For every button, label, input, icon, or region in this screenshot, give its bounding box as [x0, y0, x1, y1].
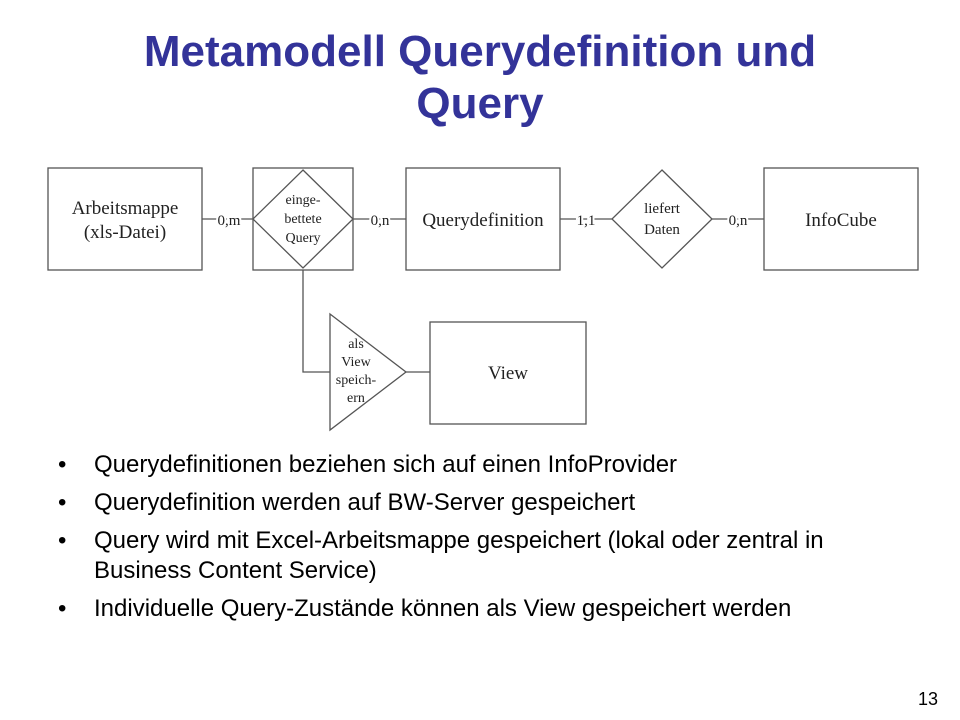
label-querydefinition: Querydefinition — [422, 210, 544, 231]
bullet-list: • Querydefinitionen beziehen sich auf ein… — [58, 450, 898, 632]
title-line-2: Query — [416, 79, 544, 128]
bullet-text: Individuelle Query-Zustände können als V… — [94, 595, 792, 622]
entity-arbeitsmappe-box — [47, 167, 203, 271]
title-line-1: Metamodell Querydefinition und — [143, 27, 817, 76]
cardinality-liefert-infocube: 0,n — [729, 213, 748, 229]
bullet-dot: • — [58, 595, 67, 622]
bullet-text: Query wird mit Excel-Arbeitsmappe gespei… — [94, 527, 824, 584]
entity-querydefinition-box — [405, 167, 561, 271]
label-spec-line3: speich- — [336, 373, 377, 388]
specialization-als-view-speichern — [329, 312, 408, 432]
page-number: 13 — [917, 689, 938, 709]
label-infocube: InfoCube — [805, 210, 877, 231]
line-query-view — [302, 270, 330, 373]
relationship-eingebettete-query — [252, 169, 354, 269]
bullet-item: • Querydefinitionen beziehen sich auf ein… — [58, 450, 898, 480]
entity-view-box — [429, 321, 587, 425]
cardinality-query-querydefinition: 0,n — [371, 213, 390, 229]
label-spec-line1: als — [348, 337, 364, 352]
label-liefert-line1: liefert — [644, 201, 681, 217]
relationship-liefert-daten — [611, 169, 713, 269]
label-liefert-line2: Daten — [644, 222, 680, 238]
bullet-item: • Querydefinition werden auf BW-Server ge… — [58, 488, 898, 518]
cardinality-querydefinition-liefert: 1,1 — [577, 213, 596, 229]
entity-infocube-box — [763, 167, 919, 271]
slide-title: Metamodell Querydefinition und Query — [0, 26, 960, 130]
bullet-dot: • — [58, 451, 67, 478]
cardinality-arbeitsmappe-query: 0,m — [218, 213, 241, 229]
label-query-line2: bettete — [284, 212, 321, 227]
label-query-line1: einge- — [286, 193, 321, 208]
label-view: View — [488, 363, 528, 384]
bullet-text: Querydefinition werden auf BW-Server ges… — [94, 489, 636, 516]
label-arbeitsmappe-line1: Arbeitsmappe — [72, 198, 179, 219]
label-arbeitsmappe-line2: (xls-Datei) — [84, 222, 166, 243]
bullet-item: • Query wird mit Excel-Arbeitsmappe gespe… — [58, 526, 898, 586]
label-spec-line2: View — [341, 355, 371, 370]
label-spec-line4: ern — [347, 391, 365, 406]
bullet-item: • Individuelle Query-Zustände können als … — [58, 594, 898, 624]
bullet-dot: • — [58, 527, 67, 554]
bullet-text: Querydefinitionen beziehen sich auf eine… — [94, 451, 678, 478]
bullet-dot: • — [58, 489, 67, 516]
label-query-line3: Query — [286, 231, 321, 246]
